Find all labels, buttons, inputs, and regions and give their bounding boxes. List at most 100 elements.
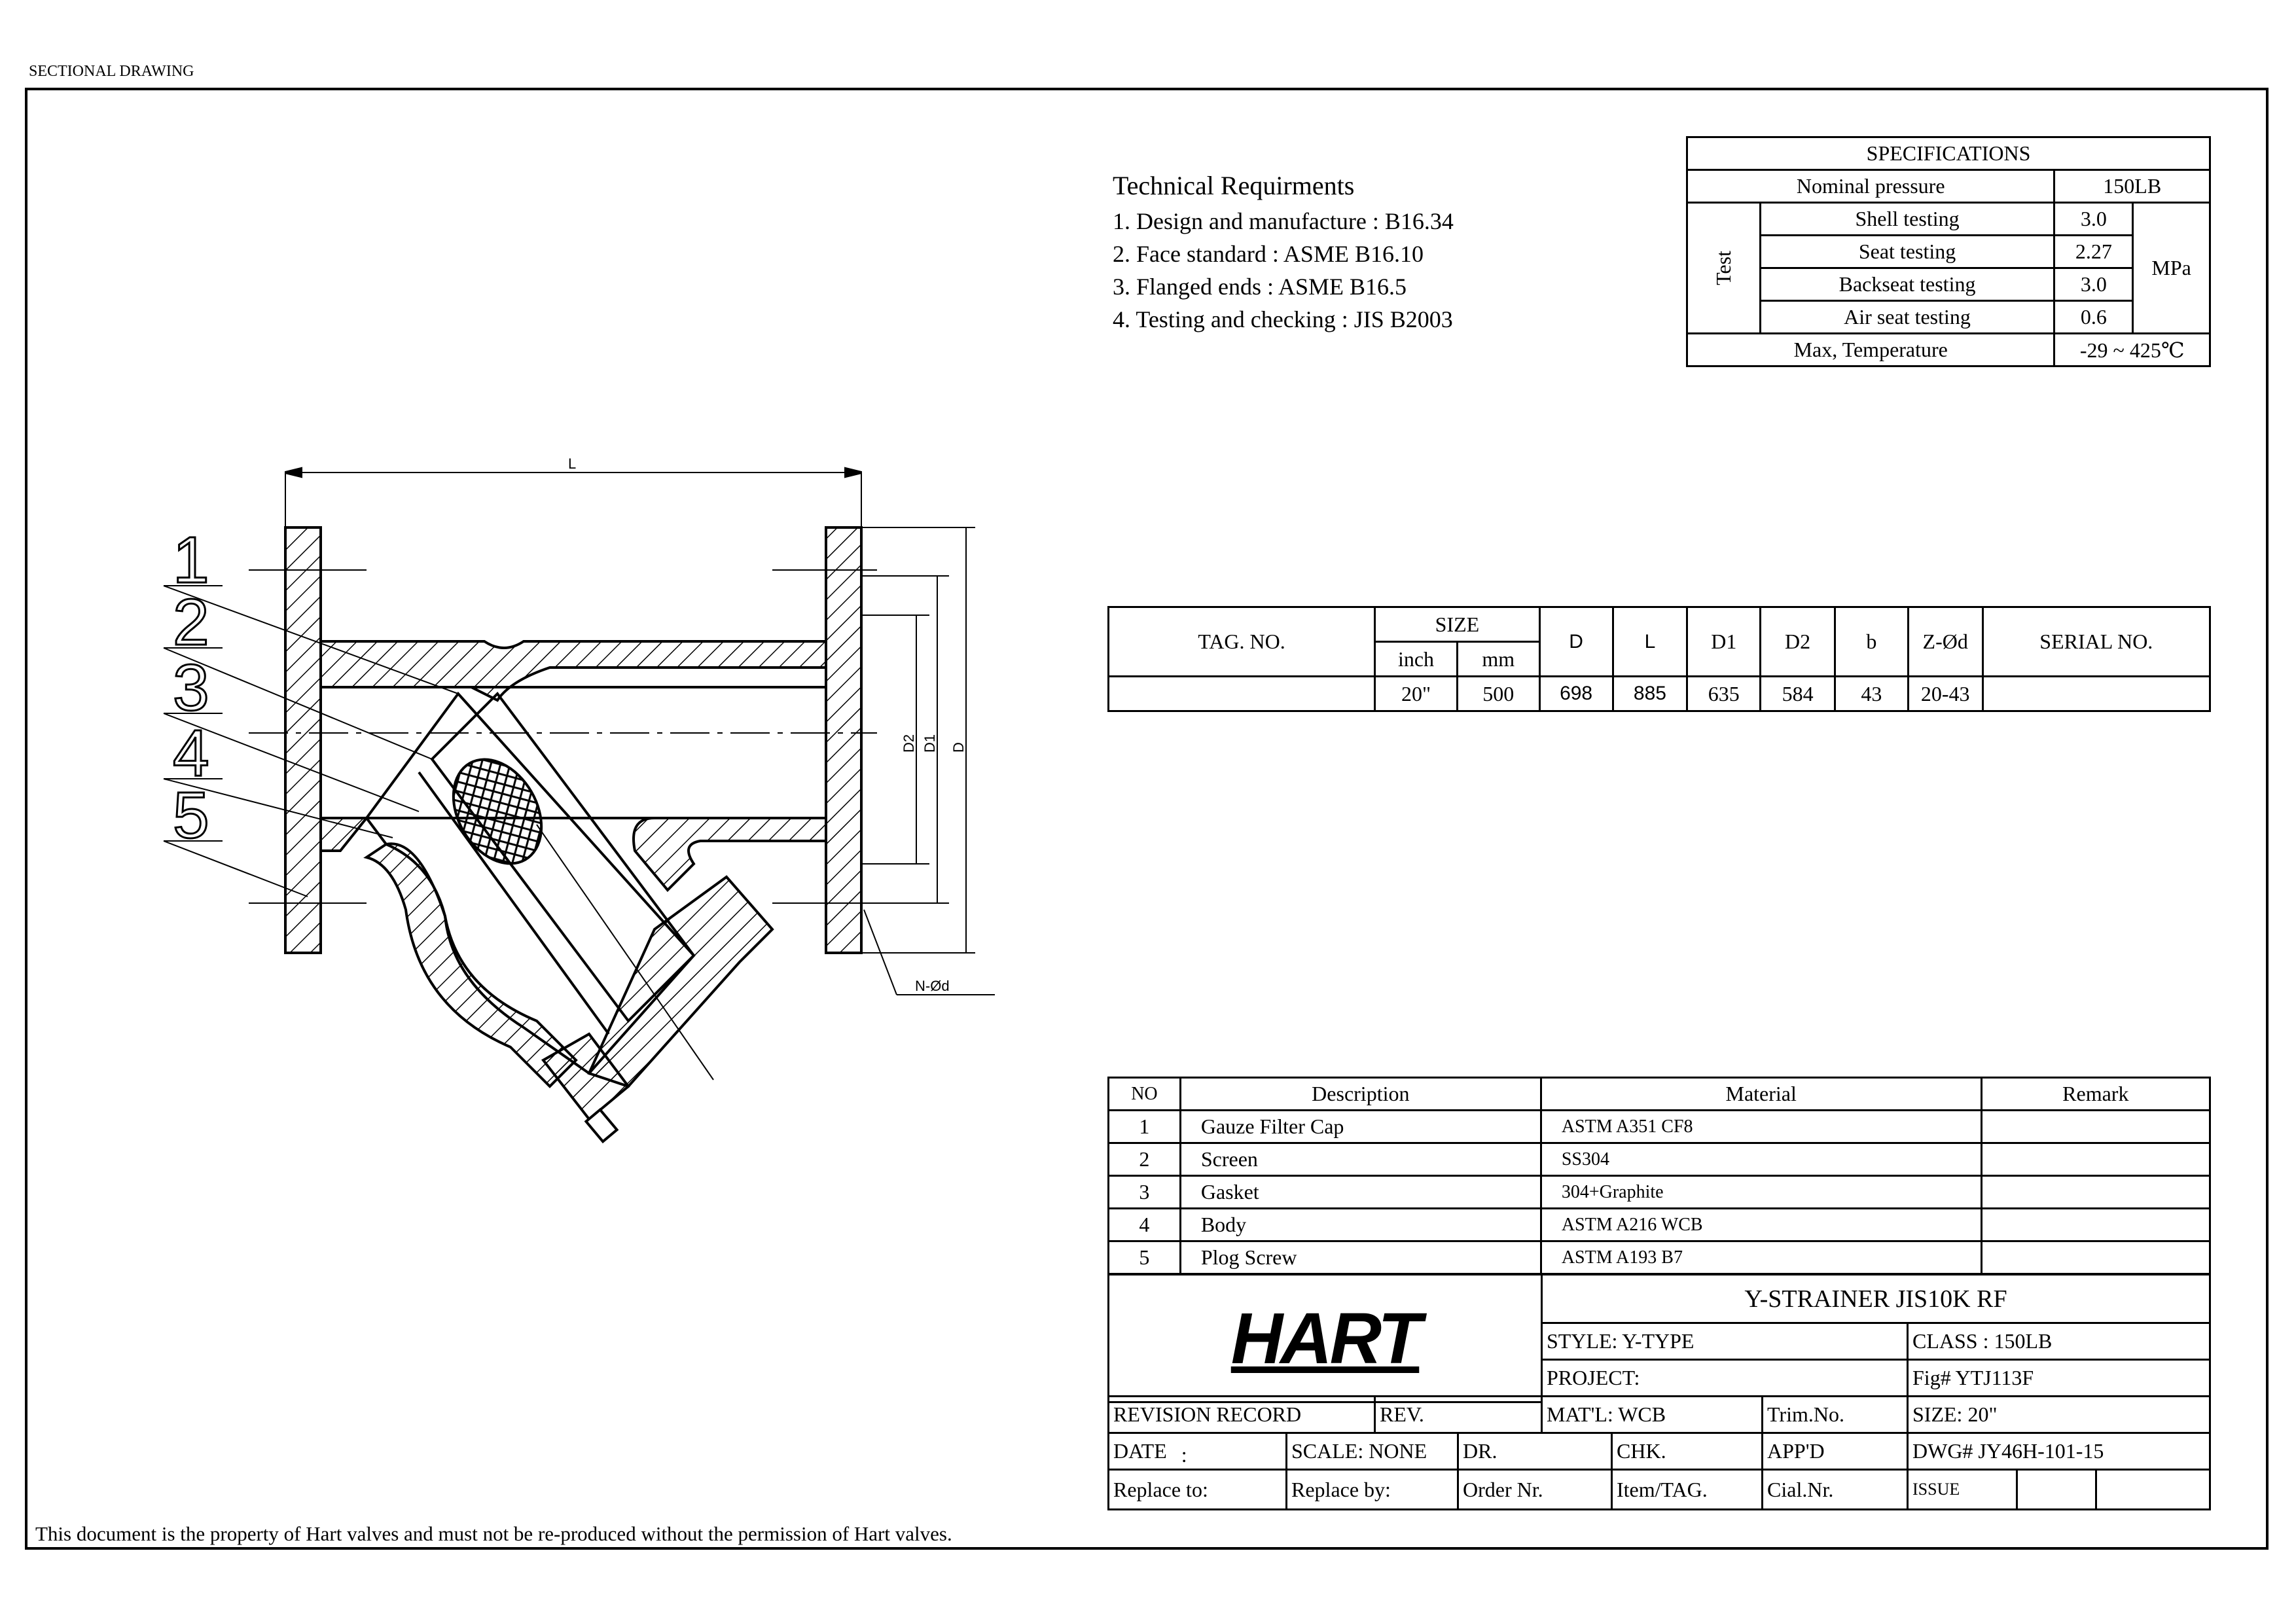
bom-no: 4 xyxy=(1107,1207,1181,1242)
sheet-header-label: SECTIONAL DRAWING xyxy=(29,63,194,80)
bom-material: ASTM A351 CF8 xyxy=(1539,1109,1982,1144)
replace-by-cell: Replace by: xyxy=(1285,1469,1459,1510)
bom-description: Gauze Filter Cap xyxy=(1179,1109,1542,1144)
tag-no-header: TAG. NO. xyxy=(1107,606,1376,677)
inch-value: 20" xyxy=(1374,675,1458,712)
bom-material-header: Material xyxy=(1539,1077,1982,1111)
style-cell: STYLE: Y-TYPE xyxy=(1541,1322,1909,1361)
bom-row: 4 Body ASTM A216 WCB xyxy=(1107,1207,2212,1242)
l-header: L xyxy=(1611,606,1689,677)
test-label: Air seat testing xyxy=(1759,300,2056,334)
cial-nr-cell: Cial.Nr. xyxy=(1761,1469,1909,1510)
test-value: 0.6 xyxy=(2053,300,2134,334)
body-bottom-wall xyxy=(632,817,827,892)
dim-label-D: D xyxy=(950,742,967,753)
bom-remark xyxy=(1980,1175,2212,1209)
b-header: b xyxy=(1833,606,1909,677)
bom-material: ASTM A216 WCB xyxy=(1539,1207,1982,1242)
balloon-1: 1 xyxy=(173,524,209,597)
dim-label-D2: D2 xyxy=(901,734,917,753)
title-block: HART Y-STRAINER JIS10K RF STYLE: Y-TYPE … xyxy=(1107,1274,2211,1510)
screen-mesh xyxy=(452,758,543,865)
fig-cell: Fig# YTJ113F xyxy=(1907,1359,2211,1397)
bom-no: 3 xyxy=(1107,1175,1181,1209)
order-nr-cell: Order Nr. xyxy=(1457,1469,1613,1510)
tech-req-item: 4. Testing and checking : JIS B2003 xyxy=(1113,306,1453,332)
tech-req-title: Technical Requirments xyxy=(1113,171,1355,200)
serial-no-value xyxy=(1981,675,2212,712)
tech-req-item: 2. Face standard : ASME B16.10 xyxy=(1113,241,1424,267)
replace-to-cell: Replace to: xyxy=(1107,1469,1287,1510)
test-label: Test xyxy=(1711,251,1735,285)
hart-logo: HART xyxy=(1230,1298,1422,1379)
max-temp-sep: ~ xyxy=(2113,338,2125,362)
size-cell: SIZE: 20" xyxy=(1907,1395,2211,1434)
serial-no-header: SERIAL NO. xyxy=(1981,606,2212,677)
bom-remark-header: Remark xyxy=(1980,1077,2212,1111)
date-label: DATE xyxy=(1113,1439,1167,1463)
scale-cell: SCALE: NONE xyxy=(1285,1432,1459,1471)
d-header: D xyxy=(1538,606,1614,677)
bom-row: 3 Gasket 304+Graphite xyxy=(1107,1175,2212,1209)
bom-material: SS304 xyxy=(1539,1142,1982,1177)
plug-screw xyxy=(541,1032,630,1121)
bom-remark xyxy=(1980,1142,2212,1177)
bom-remark xyxy=(1980,1207,2212,1242)
size-table: TAG. NO. SIZE D L D1 D2 b Z-Ød SERIAL NO… xyxy=(1107,606,2212,712)
date-cell: DATE : xyxy=(1107,1432,1287,1471)
bom-material: 304+Graphite xyxy=(1539,1175,1982,1209)
test-label-cell: Test xyxy=(1686,202,1761,334)
drawing-frame xyxy=(25,88,2269,1550)
d-value: 698 xyxy=(1538,675,1614,712)
size-row: 20" 500 698 885 635 584 43 20-43 xyxy=(1107,675,2212,712)
bom-description: Screen xyxy=(1179,1142,1542,1177)
d1-header: D1 xyxy=(1686,606,1762,677)
dim-label-nod: N-Ød xyxy=(915,978,950,994)
max-temp-value: -29 ~ 425℃ xyxy=(2053,332,2211,367)
max-temp-high: 425℃ xyxy=(2129,338,2185,362)
bom-no-header: NO xyxy=(1107,1077,1181,1111)
bom-material: ASTM A193 B7 xyxy=(1539,1240,1982,1275)
footer-disclaimer: This document is the property of Hart va… xyxy=(35,1522,952,1545)
dim-label-L: L xyxy=(568,455,576,472)
bom-no: 5 xyxy=(1107,1240,1181,1275)
checked-by-cell: CHK. xyxy=(1611,1432,1763,1471)
balloon-4: 4 xyxy=(173,717,209,790)
bom-no: 2 xyxy=(1107,1142,1181,1177)
d1-value: 635 xyxy=(1686,675,1762,712)
balloon-5: 5 xyxy=(173,779,209,852)
bom-remark xyxy=(1980,1240,2212,1275)
bom-description: Gasket xyxy=(1179,1175,1542,1209)
bom-remark xyxy=(1980,1109,2212,1144)
bom-row: 2 Screen SS304 xyxy=(1107,1142,2212,1177)
spec-title: SPECIFICATIONS xyxy=(1686,136,2211,171)
issue-box-1 xyxy=(2016,1469,2097,1510)
max-temp-low: -29 xyxy=(2079,338,2108,362)
max-temp-label: Max, Temperature xyxy=(1685,332,2056,367)
inch-header: inch xyxy=(1374,641,1458,677)
logo-cell: HART xyxy=(1107,1274,1543,1403)
balloon-3: 3 xyxy=(173,651,209,724)
strainer-body-branch xyxy=(363,842,578,1088)
b-value: 43 xyxy=(1833,675,1909,712)
d2-value: 584 xyxy=(1759,675,1836,712)
gauze-filter-cap xyxy=(587,875,774,1088)
drawing-number-cell: DWG# JY46H-101-15 xyxy=(1907,1432,2211,1471)
nominal-pressure-label: Nominal pressure xyxy=(1685,169,2056,204)
class-cell: CLASS : 150LB xyxy=(1907,1322,2211,1361)
tech-req-item: 1. Design and manufacture : B16.34 xyxy=(1113,208,1454,234)
revision-record: REVISION RECORD xyxy=(1107,1395,1376,1434)
bom-no: 1 xyxy=(1107,1109,1181,1144)
bom-description: Plog Screw xyxy=(1179,1240,1542,1275)
bom-row: 5 Plog Screw ASTM A193 B7 xyxy=(1107,1240,2212,1275)
bom-description: Body xyxy=(1179,1207,1542,1242)
d2-header: D2 xyxy=(1759,606,1836,677)
issue-cell: ISSUE xyxy=(1907,1469,2018,1510)
specifications-table: SPECIFICATIONS Nominal pressure 150LB Te… xyxy=(1685,136,2211,367)
drawn-by-cell: DR. xyxy=(1457,1432,1613,1471)
rev-cell: REV. xyxy=(1374,1395,1543,1434)
test-label: Seat testing xyxy=(1759,234,2056,269)
issue-box-2 xyxy=(2095,1469,2211,1510)
tag-no-value xyxy=(1107,675,1376,712)
